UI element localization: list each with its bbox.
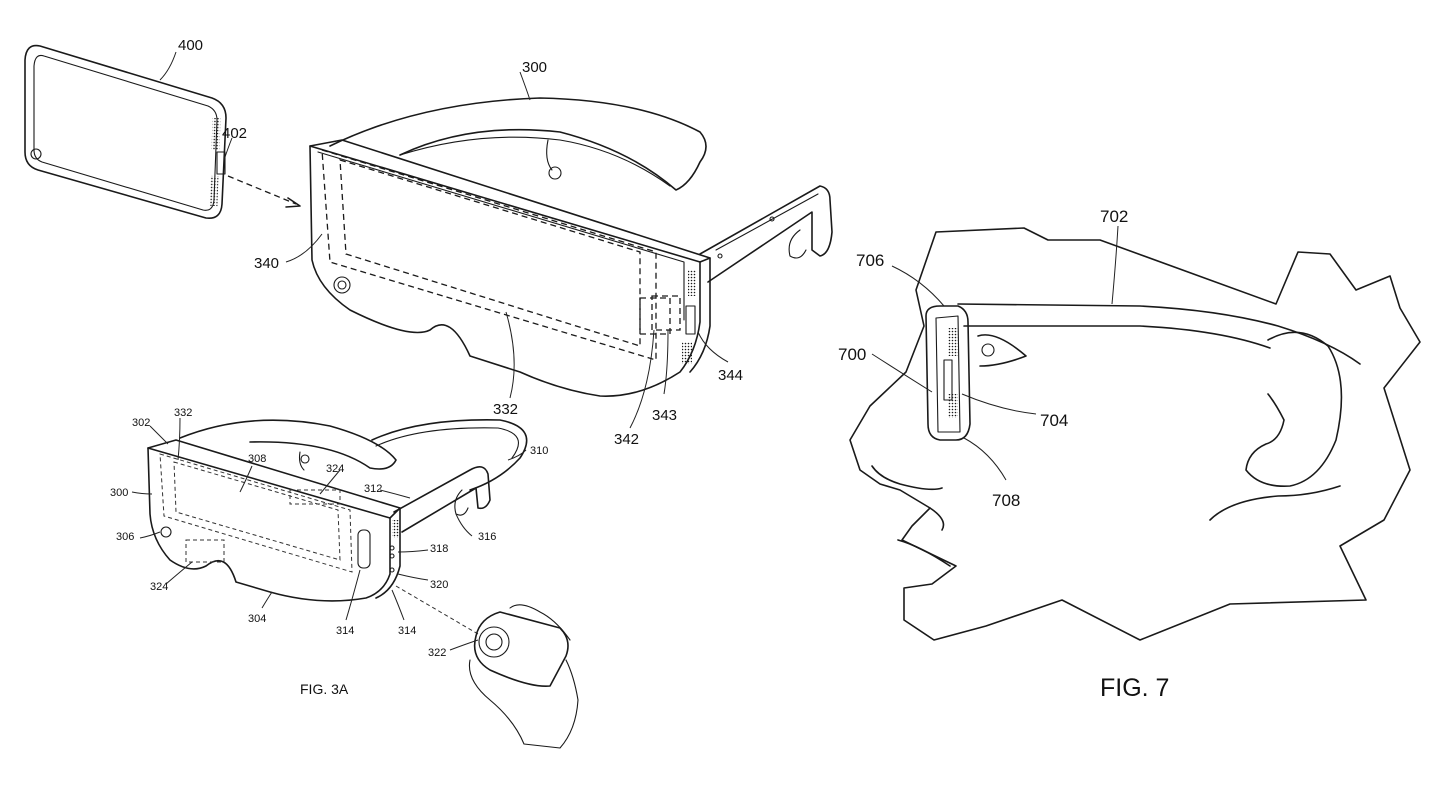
label-314-a: 314 — [336, 625, 354, 637]
figure-phone-headset: 400 402 300 340 332 342 343 344 — [24, 37, 833, 448]
label-310: 310 — [530, 445, 548, 457]
glasses-front — [925, 305, 971, 441]
figure-3a: 302 332 308 324 310 300 312 316 306 318 … — [110, 407, 579, 749]
label-702: 702 — [1100, 207, 1128, 226]
insert-arrow — [227, 175, 297, 205]
label-704: 704 — [1040, 411, 1068, 430]
label-312: 312 — [364, 483, 382, 495]
label-318: 318 — [430, 543, 448, 555]
label-314-b: 314 — [398, 625, 416, 637]
label-324-top: 324 — [326, 463, 344, 475]
label-340: 340 — [254, 255, 279, 272]
arrow-head — [285, 197, 301, 208]
smartphone-drawing — [24, 44, 227, 220]
caption-fig-3a: FIG. 3A — [300, 681, 349, 697]
label-316: 316 — [478, 531, 496, 543]
label-322: 322 — [428, 647, 446, 659]
label-400: 400 — [178, 37, 203, 54]
label-344: 344 — [718, 367, 743, 384]
label-304: 304 — [248, 613, 266, 625]
label-300: 300 — [522, 59, 547, 76]
headset-drawing — [309, 97, 833, 397]
caption-fig-7: FIG. 7 — [1100, 674, 1169, 702]
glasses-temple — [957, 303, 1361, 365]
label-343: 343 — [652, 407, 677, 424]
label-300-3a: 300 — [110, 487, 128, 499]
label-700: 700 — [838, 345, 866, 364]
label-332-3a: 332 — [174, 407, 192, 419]
label-324-bottom: 324 — [150, 581, 168, 593]
label-306: 306 — [116, 531, 134, 543]
label-708: 708 — [992, 491, 1020, 510]
label-320: 320 — [430, 579, 448, 591]
label-308: 308 — [248, 453, 266, 465]
label-402: 402 — [222, 125, 247, 142]
label-302: 302 — [132, 417, 150, 429]
label-706: 706 — [856, 251, 884, 270]
label-342: 342 — [614, 431, 639, 448]
head-outline — [849, 227, 1421, 641]
eye — [977, 334, 1027, 367]
label-332: 332 — [493, 401, 518, 418]
figure-7: 702 706 700 704 708 FIG. 7 — [838, 207, 1421, 702]
ear — [1245, 331, 1343, 487]
